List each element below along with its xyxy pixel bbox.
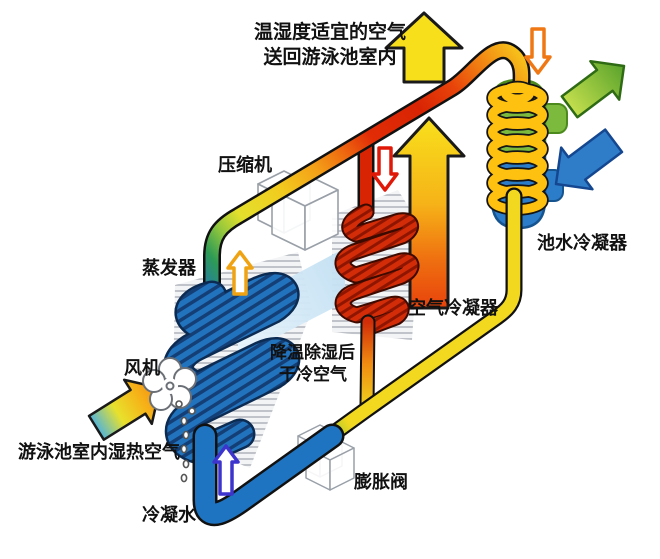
pool-water-out-arrow [560,59,626,119]
label-return-air-line2: 送回游泳池室内 [263,45,396,68]
suction-discharge-pipe [203,41,531,306]
label-return-air-line1: 温湿度适宜的空气 [254,20,406,43]
refrigerant-up-outline-arrow [226,250,254,296]
liquid-line-pipe [321,187,523,445]
condenser-feed-outline-arrow [524,27,552,75]
label-compressor: 压缩机 [218,154,272,176]
cold-liquid-up-outline-arrow [212,444,240,496]
label-pool-condenser: 池水冷凝器 [537,232,628,254]
label-air-condenser: 空气冷凝器 [408,297,499,319]
label-dry-air-line1: 降温除湿后 [270,342,355,363]
inlet-humid-air-arrow [87,378,162,441]
label-dry-air-line2: 干冷空气 [279,364,347,385]
label-expansion-valve: 膨胀阀 [353,471,408,493]
label-fan: 风机 [124,358,160,379]
evaporator-coil [162,271,301,466]
label-condensate: 冷凝水 [142,504,197,526]
refrigerant-down-outline-arrow [371,146,399,192]
label-evaporator: 蒸发器 [142,257,197,279]
cold-liquid-pipe [192,423,345,526]
fan-icon [142,357,197,411]
return-air-up-arrow [384,11,464,84]
air-condenser-coil [334,203,420,414]
label-inlet-air: 游泳池室内湿热空气 [18,441,180,463]
pool-water-in-arrow [554,128,624,191]
condensate-droplets [175,400,196,483]
